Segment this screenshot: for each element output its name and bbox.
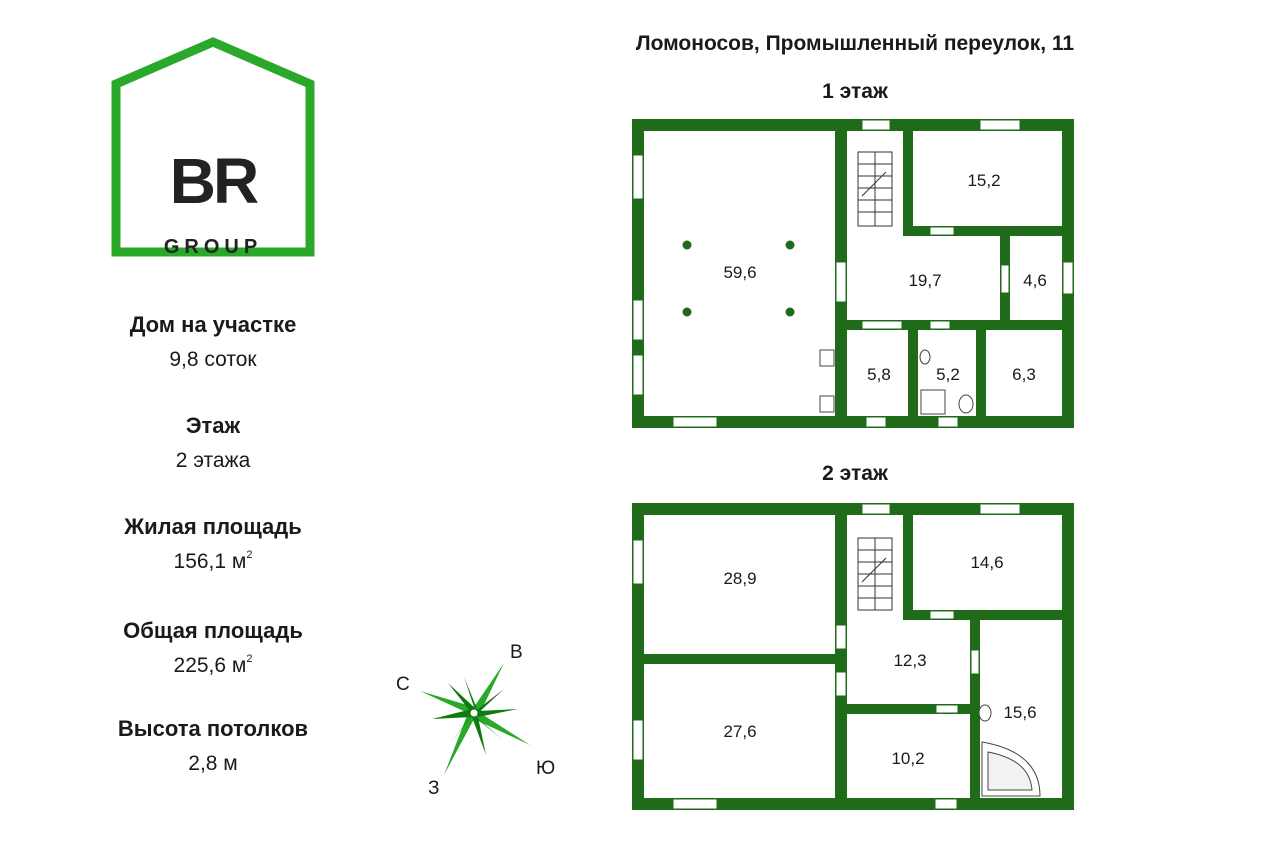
fact-label: Высота потолков (117, 716, 309, 741)
logo-house-outline (111, 37, 315, 257)
floor2-plan (632, 503, 1074, 810)
room-area: 4,6 (1023, 271, 1047, 290)
room-area: 5,8 (867, 365, 891, 384)
fact-label: Дом на участке (129, 312, 297, 337)
room-area: 19,7 (908, 271, 941, 290)
floor1-title: 1 этаж (822, 80, 888, 103)
floor2-fixtures (978, 704, 1041, 797)
compass-west: З (428, 778, 440, 799)
room-area: 27,6 (723, 722, 756, 741)
fact-value: 9,8 соток (169, 348, 257, 371)
compass-north: С (396, 674, 410, 695)
room-area: 14,6 (970, 553, 1003, 572)
fact-label: Этаж (185, 413, 241, 438)
br-group-logo: BR GROUP (110, 36, 316, 258)
fact-value: 2 этажа (175, 449, 251, 472)
address-title: Ломоносов, Промышленный переулок, 11 (635, 32, 1075, 55)
room-area: 59,6 (723, 263, 756, 282)
room-area: 12,3 (893, 651, 926, 670)
floor1-columns (682, 240, 795, 317)
floor2-stairs (857, 537, 893, 611)
floor1-fixtures (819, 349, 974, 415)
compass-rose-icon (420, 663, 530, 775)
fact-label: Жилая площадь (124, 514, 302, 539)
fact-label: Общая площадь (123, 618, 303, 643)
room-area: 10,2 (891, 749, 924, 768)
room-area: 5,2 (936, 365, 960, 384)
floor1-stairs (857, 151, 893, 227)
fact-total-area: Общая площадь 225,6 м2 (60, 618, 366, 678)
compass-east: В (510, 642, 523, 663)
fact-ceiling-height: Высота потолков 2,8 м (60, 716, 366, 776)
fact-value: 156,1 м2 (173, 549, 253, 573)
fact-floors: Этаж 2 этажа (60, 413, 366, 473)
room-area: 15,6 (1003, 703, 1036, 722)
fact-living-area: Жилая площадь 156,1 м2 (60, 514, 366, 574)
room-area: 15,2 (967, 171, 1000, 190)
compass-south: Ю (536, 758, 556, 779)
room-area: 28,9 (723, 569, 756, 588)
fact-value: 2,8 м (188, 752, 238, 775)
logo-word: GROUP (163, 236, 263, 258)
room-area: 6,3 (1012, 365, 1036, 384)
fact-plot: Дом на участке 9,8 соток (60, 312, 366, 372)
fact-value: 225,6 м2 (173, 653, 253, 677)
logo-letters: BR (169, 145, 259, 217)
floor1-openings (632, 119, 1074, 428)
floor2-title: 2 этаж (822, 462, 888, 485)
floor2-openings (632, 503, 1021, 810)
